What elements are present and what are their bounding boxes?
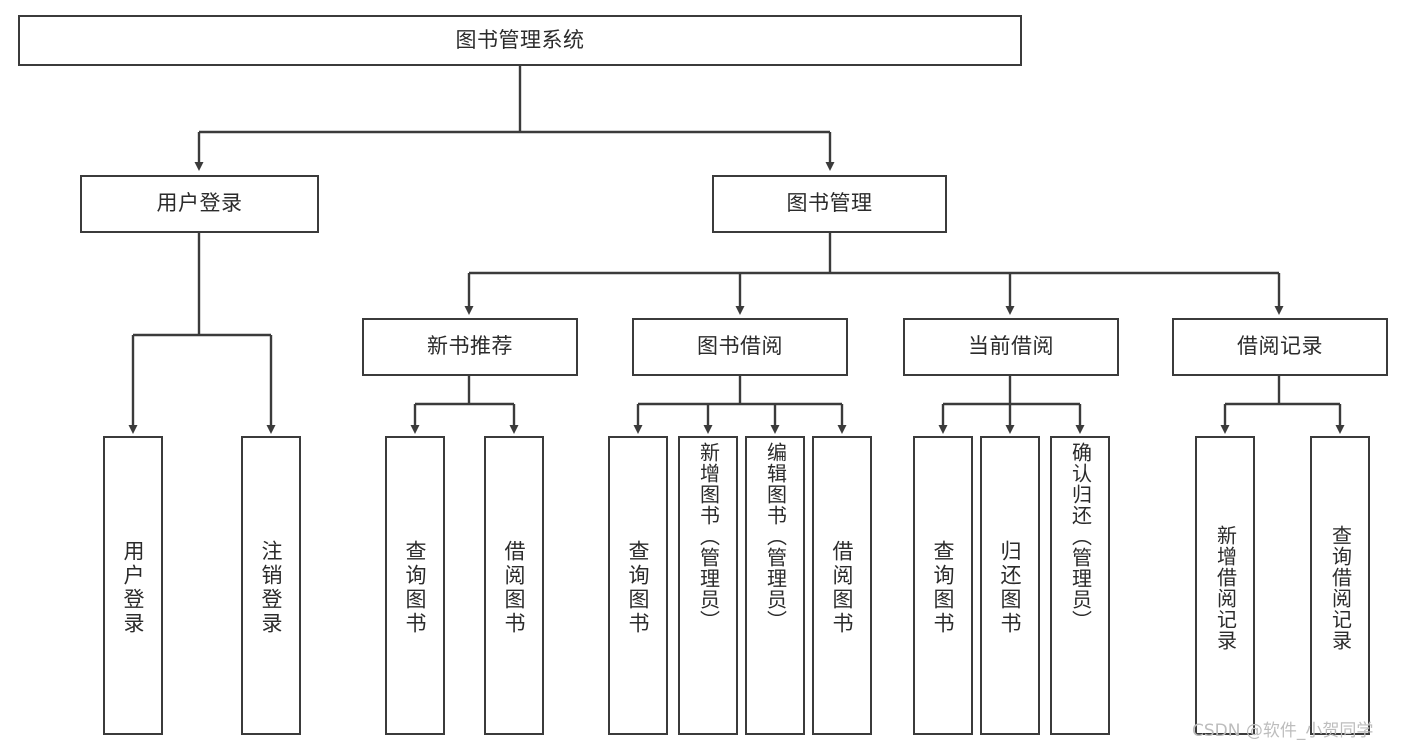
leaf-add-borrow-record[interactable]: 新增借阅记录 (1195, 436, 1255, 735)
leaf-add-book-admin[interactable]: 新增图书（管理员） (678, 436, 738, 735)
csdn-watermark: CSDN @软件_小贺同学 (1192, 721, 1374, 741)
leaf-borrow-book-recommend[interactable]: 借阅图书 (484, 436, 544, 735)
node-label: 查询图书 (403, 539, 428, 636)
leaf-user-login[interactable]: 用户登录 (103, 436, 163, 735)
leaf-query-book-recommend[interactable]: 查询图书 (385, 436, 445, 735)
node-book-borrow[interactable]: 图书借阅 (632, 318, 848, 376)
node-label: 图书借阅 (697, 334, 783, 359)
node-user-login[interactable]: 用户登录 (80, 175, 319, 233)
leaf-logout[interactable]: 注销登录 (241, 436, 301, 735)
node-label: 借阅记录 (1237, 334, 1323, 359)
node-label: 新书推荐 (427, 334, 513, 359)
leaf-borrow-book[interactable]: 借阅图书 (812, 436, 872, 735)
node-label: 查询图书 (626, 539, 651, 636)
node-label: 当前借阅 (968, 334, 1054, 359)
node-label: 用户登录 (156, 191, 243, 216)
leaf-confirm-return-admin[interactable]: 确认归还（管理员） (1050, 436, 1110, 735)
node-label: 新增借阅记录 (1213, 524, 1238, 651)
node-label: 查询借阅记录 (1328, 524, 1353, 651)
node-label: 注销登录 (259, 539, 284, 636)
leaf-query-borrow-record[interactable]: 查询借阅记录 (1310, 436, 1370, 735)
node-label: 确认归还（管理员） (1068, 442, 1093, 631)
node-label: 图书管理 (786, 191, 873, 216)
leaf-return-book[interactable]: 归还图书 (980, 436, 1040, 735)
node-label: 查询图书 (931, 539, 956, 636)
node-label: 借阅图书 (830, 539, 855, 636)
node-label: 用户登录 (121, 539, 146, 636)
node-label: 借阅图书 (502, 539, 527, 636)
node-book-management[interactable]: 图书管理 (712, 175, 947, 233)
node-label: 新增图书（管理员） (696, 442, 721, 631)
node-label: 图书管理系统 (455, 27, 585, 52)
leaf-query-book-borrow[interactable]: 查询图书 (608, 436, 668, 735)
node-current-borrow[interactable]: 当前借阅 (903, 318, 1119, 376)
node-root-system[interactable]: 图书管理系统 (18, 15, 1022, 66)
leaf-edit-book-admin[interactable]: 编辑图书（管理员） (745, 436, 805, 735)
node-new-book-recommend[interactable]: 新书推荐 (362, 318, 578, 376)
node-borrow-record[interactable]: 借阅记录 (1172, 318, 1388, 376)
node-label: 编辑图书（管理员） (763, 442, 788, 631)
leaf-query-book-current[interactable]: 查询图书 (913, 436, 973, 735)
node-label: 归还图书 (998, 539, 1023, 636)
